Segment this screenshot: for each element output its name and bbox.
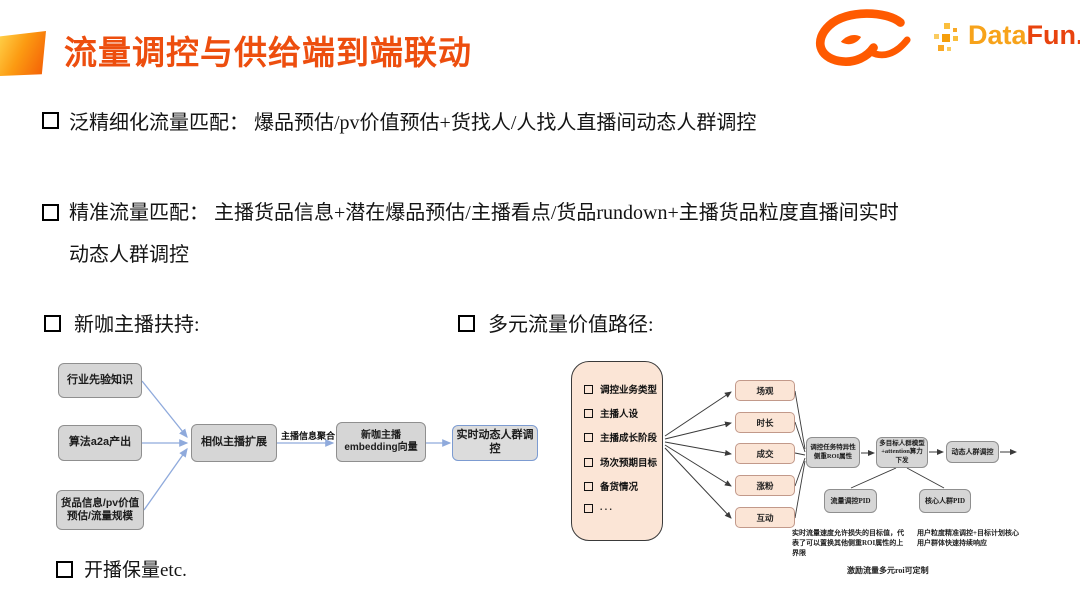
node-dynamic-crowd-control: 动态人群调控 [946,441,999,463]
bullet-item-1: 泛精细化流量匹配： 爆品预估/pv价值预估+货找人/人找人直播间动态人群调控 [69,112,757,134]
factor-item: 场次预期目标 [584,455,657,469]
note-bottom: 激励流量多元roi可定制 [847,566,929,575]
corner-ribbon [0,31,46,76]
node-roi-estimation: 调控任务特异性侧重ROI属性 [806,437,860,468]
factor-label: 主播成长阶段 [600,434,658,444]
datafun-pixels-icon [934,22,964,61]
square-bullet-icon [42,204,59,221]
alibaba-logo [812,8,912,71]
node-a2a-output: 算法a2a产出 [58,425,142,461]
metric-box-duration: 时长 [735,412,795,433]
factor-label: 备货情况 [600,483,639,493]
factor-label: 场次预期目标 [600,459,658,469]
factor-item: 调控业务类型 [584,382,657,396]
factor-item: . . . [584,503,612,513]
metric-box-interaction: 互动 [735,507,795,528]
factor-label: 调控业务类型 [600,386,658,396]
node-realtime-crowd-control: 实时动态人群调控 [452,425,538,461]
metric-box-gmv: 成交 [735,443,795,464]
metric-converge-lines [794,390,806,519]
bullet-item-3: 新咖主播扶持: [74,314,200,336]
datafun-logo-fun: Fun. [1026,20,1080,50]
edge-label-anchor-info-merge: 主播信息聚合 [281,431,336,441]
factor-item: 主播成长阶段 [584,430,657,444]
square-bullet-icon [584,457,593,467]
factor-panel: 调控业务类型 主播人设 主播成长阶段 场次预期目标 备货情况 . . . [571,361,663,541]
node-multi-target-model: 多目标人群模型+attention算力下发 [876,437,928,468]
datafun-logo: DataFun. [968,20,1080,51]
square-bullet-icon [44,315,61,332]
metric-box-views: 场观 [735,380,795,401]
node-item-info: 货品信息/pv价值预估/流量规模 [56,490,144,530]
alibaba-mark-icon [815,9,911,66]
node-core-crowd-pid: 核心人群PID [919,489,971,513]
bullet-item-2-line2: 动态人群调控 [69,244,189,266]
factor-item: 主播人设 [584,406,638,420]
datafun-logo-data: Data [968,20,1027,50]
page-title: 流量调控与供给端到端联动 [64,36,472,72]
square-bullet-icon [584,408,593,418]
bullet-item-2-line1: 精准流量匹配： 主播货品信息+潜在爆品预估/主播看点/货品rundown+主播货… [69,202,899,224]
pid-lines [850,467,945,489]
note-right: 用户粒度精准调控+目标计划核心用户群体快速持续响应 [917,529,1019,548]
square-bullet-icon [42,112,59,129]
square-bullet-icon [584,481,593,491]
node-anchor-embedding: 新咖主播embedding向量 [336,422,426,462]
square-bullet-icon [584,503,593,513]
bullet-item-4: 多元流量价值路径: [488,314,654,336]
square-bullet-icon [584,384,593,394]
square-bullet-icon [584,432,593,442]
factor-item: 备货情况 [584,479,638,493]
right-diagram-fan-arrows [664,391,732,519]
bullet-item-5: 开播保量etc. [84,560,187,581]
square-bullet-icon [458,315,475,332]
note-left: 实时流量速度允许损失的目标值，代表了可以置换其他侧重ROI属性的上界限 [792,529,904,558]
square-bullet-icon [56,561,73,578]
bullet-item-2: 精准流量匹配： 主播货品信息+潜在爆品预估/主播看点/货品rundown+主播货… [69,192,949,276]
node-similar-anchor-expand: 相似主播扩展 [191,424,277,462]
factor-label: 主播人设 [600,410,639,420]
node-industry-prior: 行业先验知识 [58,363,142,398]
node-traffic-pid: 流量调控PID [824,489,877,513]
factor-label: . . . [600,503,612,513]
metric-box-fans: 涨粉 [735,475,795,496]
